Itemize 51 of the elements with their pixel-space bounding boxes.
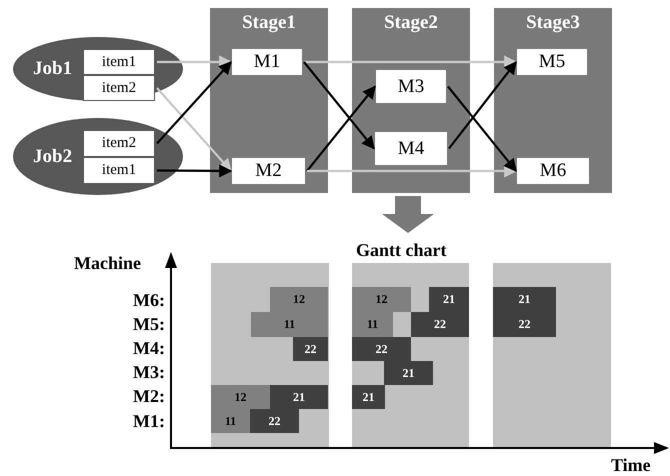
machine-box: M5 — [517, 49, 587, 75]
item-box: item2 — [83, 75, 155, 101]
gantt-bar: 22 — [352, 337, 411, 361]
machine-box: M1 — [232, 49, 302, 75]
gantt-bar: 22 — [411, 312, 469, 337]
job-label: Job1 — [33, 58, 72, 80]
item-box: item2 — [83, 130, 155, 157]
machine-box: M6 — [517, 158, 589, 184]
row-label: M3: — [133, 362, 165, 382]
machine-box: M4 — [375, 132, 447, 165]
arrow — [304, 55, 518, 69]
row-label: M1: — [133, 411, 165, 431]
axis-title: Time — [611, 455, 651, 475]
stage-title: Stage3 — [525, 12, 581, 34]
gantt-bar: 12 — [352, 287, 411, 312]
gantt-bar: 22 — [293, 337, 328, 361]
gantt-bar: 21 — [270, 385, 328, 409]
gantt-bar: 22 — [493, 312, 556, 337]
stage-panel — [210, 8, 328, 193]
stage-title: Stage2 — [383, 12, 439, 34]
machine-box: M2 — [232, 158, 305, 184]
item-box: item1 — [83, 49, 155, 75]
gantt-bar: 21 — [429, 287, 469, 312]
gantt-bar: 11 — [352, 312, 393, 337]
row-label: M5: — [133, 314, 165, 334]
gantt-bar: 12 — [211, 385, 270, 409]
gantt-bar: 21 — [384, 361, 433, 385]
arrow — [448, 60, 517, 150]
chart-title: Gantt chart — [356, 240, 446, 260]
gantt-bar: 21 — [352, 385, 385, 409]
stage-title: Stage1 — [241, 12, 297, 34]
machine-box: M3 — [376, 70, 446, 103]
row-label: M4: — [133, 338, 165, 358]
gantt-bar: 12 — [270, 287, 328, 312]
stage-panel — [352, 8, 470, 193]
arrow — [157, 164, 232, 178]
job-label: Job2 — [33, 146, 72, 168]
arrow — [306, 85, 376, 172]
item-box: item1 — [83, 157, 155, 184]
gantt-bar: 21 — [493, 287, 556, 312]
arrow — [303, 61, 375, 150]
axis-title: Machine — [74, 253, 141, 273]
row-label: M6: — [133, 290, 165, 310]
stage-panel — [494, 8, 612, 193]
gantt-bar: 22 — [250, 409, 299, 433]
gantt-bar: 11 — [251, 312, 328, 337]
arrow — [447, 86, 517, 172]
arrow — [157, 55, 232, 69]
gantt-bar: 11 — [211, 409, 250, 433]
row-label: M2: — [133, 386, 165, 406]
arrow — [307, 164, 518, 178]
